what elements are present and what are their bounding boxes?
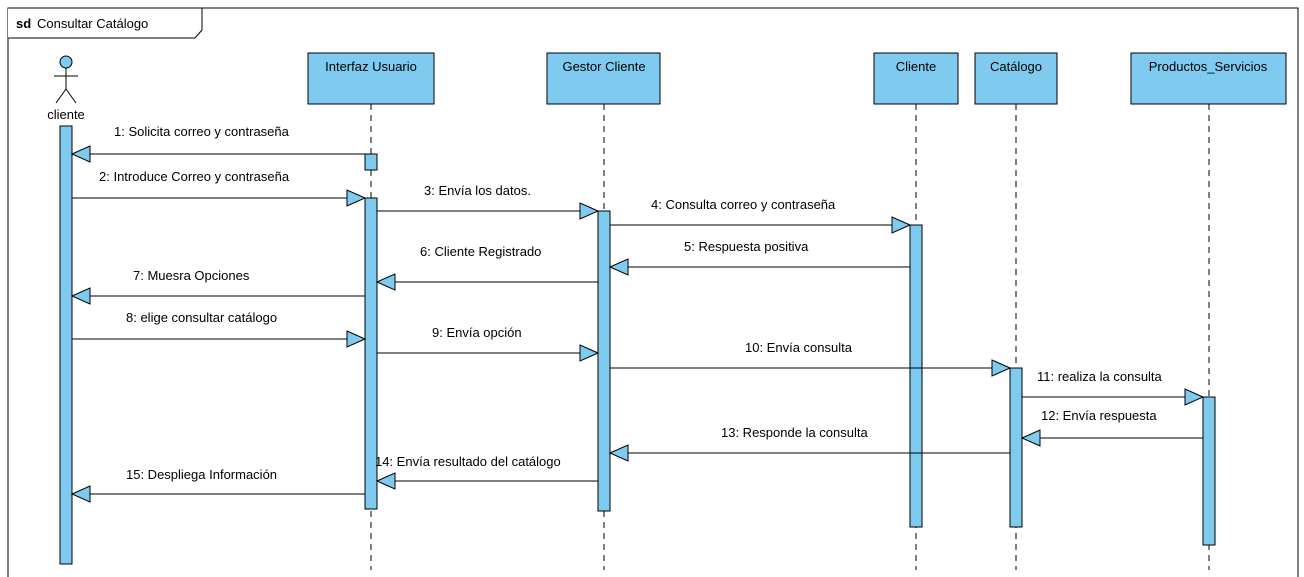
message-5: 5: Respuesta positiva	[608, 239, 910, 276]
activation-gestor	[597, 210, 611, 512]
message-11: 11: realiza la consulta	[1022, 369, 1205, 406]
message-label-1: 1: Solicita correo y contraseña	[114, 124, 290, 139]
message-label-12: 12: Envía respuesta	[1041, 408, 1157, 423]
message-4: 4: Consulta correo y contraseña	[610, 197, 912, 234]
activation-catalogo	[1009, 367, 1023, 528]
lifeline-label-interfaz: Interfaz Usuario	[325, 59, 417, 74]
actor-label: cliente	[47, 107, 85, 122]
activation-interfaz-1	[364, 153, 378, 171]
lifeline-label-productos: Productos_Servicios	[1149, 59, 1268, 74]
message-label-6: 6: Cliente Registrado	[420, 244, 541, 259]
lifeline-label-catalogo: Catálogo	[990, 59, 1042, 74]
message-label-15: 15: Despliega Información	[126, 467, 277, 482]
message-label-14: 14: Envía resultado del catálogo	[375, 454, 561, 469]
frame-keyword: sd	[16, 16, 31, 31]
message-label-5: 5: Respuesta positiva	[684, 239, 809, 254]
message-label-4: 4: Consulta correo y contraseña	[651, 197, 836, 212]
message-10: 10: Envía consulta	[610, 340, 1012, 377]
message-14: 14: Envía resultado del catálogo	[375, 454, 598, 490]
message-label-3: 3: Envía los datos.	[424, 183, 531, 198]
message-label-13: 13: Responde la consulta	[721, 425, 868, 440]
message-15: 15: Despliega Información	[70, 467, 365, 503]
activation-cliente	[909, 224, 923, 528]
message-7: 7: Muesra Opciones	[70, 268, 365, 305]
lifeline-header-gestor: Gestor Cliente	[546, 52, 661, 105]
message-9: 9: Envía opción	[377, 325, 600, 362]
message-label-8: 8: elige consultar catálogo	[126, 310, 277, 325]
message-label-9: 9: Envía opción	[432, 325, 522, 340]
message-1: 1: Solicita correo y contraseña	[70, 124, 365, 163]
message-2: 2: Introduce Correo y contraseña	[72, 169, 367, 207]
stick-figure-icon	[54, 55, 78, 104]
message-13: 13: Responde la consulta	[608, 425, 1010, 462]
diagram-frame	[7, 7, 1299, 577]
lifeline-label-gestor: Gestor Cliente	[562, 59, 645, 74]
lifeline-header-interfaz: Interfaz Usuario	[307, 52, 435, 105]
message-12: 12: Envía respuesta	[1020, 408, 1203, 447]
message-label-10: 10: Envía consulta	[745, 340, 853, 355]
lifeline-header-productos: Productos_Servicios	[1130, 52, 1287, 105]
frame-title: Consultar Catálogo	[37, 16, 148, 31]
activation-productos	[1202, 396, 1216, 546]
frame-tab	[8, 7, 203, 39]
lifeline-header-cliente: Cliente	[873, 52, 959, 105]
message-6: 6: Cliente Registrado	[375, 244, 598, 291]
activation-actor	[59, 125, 73, 565]
message-label-11: 11: realiza la consulta	[1037, 369, 1163, 384]
lifeline-label-cliente: Cliente	[896, 59, 936, 74]
message-8: 8: elige consultar catálogo	[72, 310, 367, 348]
message-label-2: 2: Introduce Correo y contraseña	[99, 169, 290, 184]
message-3: 3: Envía los datos.	[377, 183, 600, 220]
activations	[59, 125, 1216, 565]
lifeline-header-catalogo: Catálogo	[974, 52, 1058, 105]
message-label-7: 7: Muesra Opciones	[133, 268, 250, 283]
